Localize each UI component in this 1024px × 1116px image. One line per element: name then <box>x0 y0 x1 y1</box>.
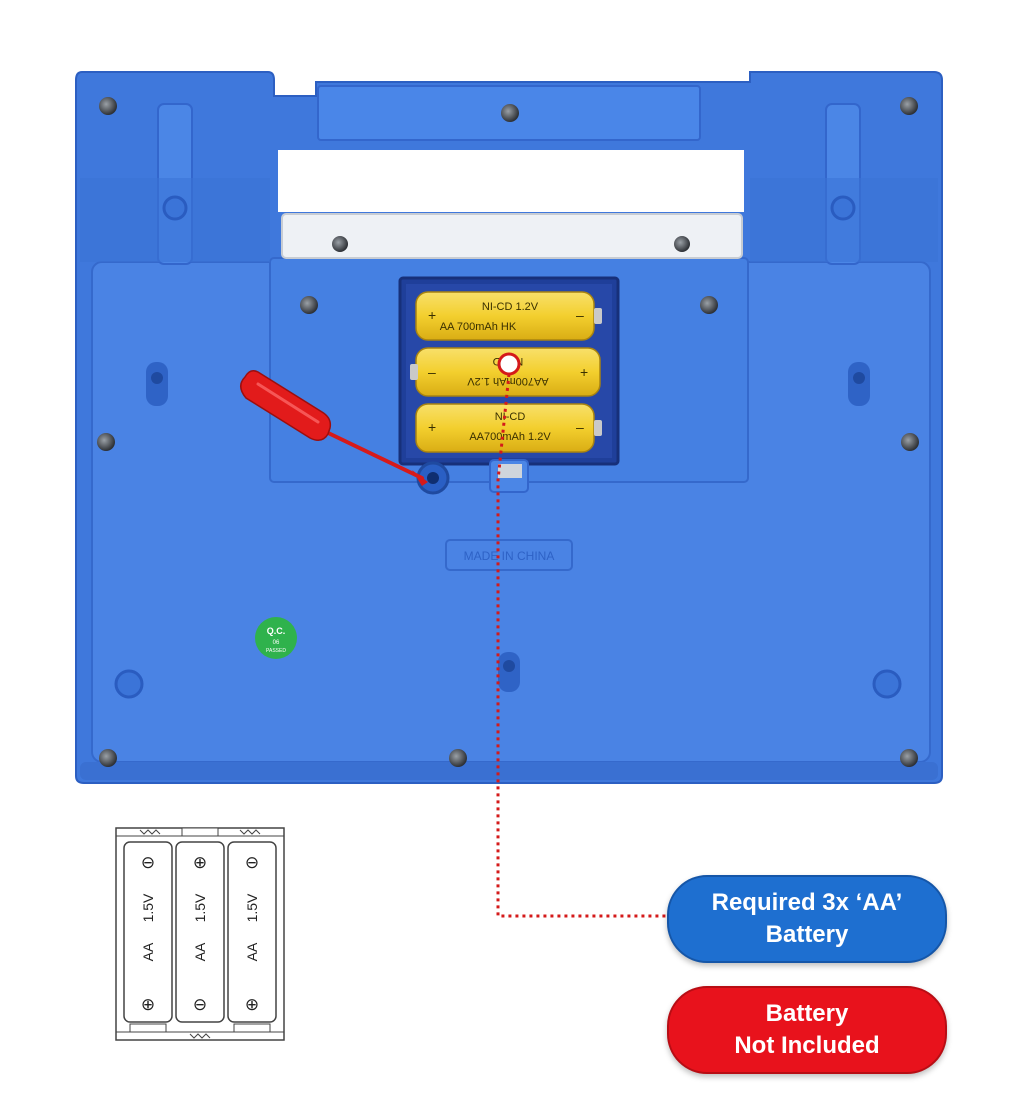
battery-3-line1: NI-CD <box>495 411 526 423</box>
boss-icon <box>830 195 856 221</box>
screw-icon <box>300 296 318 314</box>
qc-line2: 06 <box>273 640 280 646</box>
boss-icon <box>872 669 902 699</box>
cell-1-top-symbol: ⊖ <box>141 853 155 872</box>
screw-hole-center <box>427 472 439 484</box>
screw-icon <box>332 236 348 252</box>
qc-sticker: Q.C. 06 PASSED <box>255 617 297 659</box>
cell-3-bottom-symbol: ⊕ <box>245 995 259 1014</box>
handle-opening <box>278 150 744 212</box>
screw-icon <box>900 749 918 767</box>
cell-2-voltage: 1.5V <box>192 893 208 922</box>
minus-sign: – <box>428 364 436 380</box>
keyhole-left <box>146 362 168 406</box>
screwdriver-icon <box>240 370 428 486</box>
screw-icon <box>99 97 117 115</box>
cell-2-top-symbol: ⊕ <box>193 853 207 872</box>
cell-3-voltage: 1.5V <box>244 893 260 922</box>
required-line2: Battery <box>765 921 849 948</box>
diagram-cell-3: ⊖ AA 1.5V ⊕ <box>227 841 277 1023</box>
boss-icon <box>114 669 144 699</box>
boss-icon <box>162 195 188 221</box>
battery-3: NI-CD AA700mAh 1.2V + – <box>415 403 602 453</box>
not-included-badge: Battery Not Included <box>667 986 947 1074</box>
latch-clip <box>498 464 522 478</box>
required-battery-badge: Required 3x ‘AA’ Battery <box>667 875 947 963</box>
qc-line3: PASSED <box>266 648 286 654</box>
screw-icon <box>99 749 117 767</box>
emboss-plate <box>445 539 573 571</box>
minus-sign: – <box>576 419 584 435</box>
screw-icon <box>449 749 467 767</box>
cell-2-bottom-symbol: ⊖ <box>193 995 207 1014</box>
plus-sign: + <box>428 307 436 323</box>
screw-icon <box>900 97 918 115</box>
not-included-line1: Battery <box>765 1000 849 1027</box>
plus-sign: + <box>428 419 436 435</box>
minus-sign: – <box>576 307 584 323</box>
device-back: NI-CD 1.2V AA 700mAh HK + – AA700mAh 1.2… <box>75 71 943 784</box>
cell-1-bottom-symbol: ⊕ <box>141 995 155 1014</box>
diagram-cell-2: ⊕ AA 1.5V ⊖ <box>175 841 225 1023</box>
cell-1-voltage: 1.5V <box>140 893 156 922</box>
diagram-cell-1: ⊖ AA 1.5V ⊕ <box>123 841 173 1023</box>
battery-1-line2: AA 700mAh HK <box>440 321 517 333</box>
white-strip <box>281 213 743 259</box>
cell-1-type: AA <box>140 942 156 961</box>
screw-icon <box>674 236 690 252</box>
screw-icon <box>700 296 718 314</box>
qc-line1: Q.C. <box>267 626 286 636</box>
battery-3-line2: AA700mAh 1.2V <box>469 431 551 443</box>
plus-sign: + <box>580 364 588 380</box>
cell-3-top-symbol: ⊖ <box>245 853 259 872</box>
made-in-china-label: MADE IN CHINA <box>464 549 555 563</box>
cell-2-type: AA <box>192 942 208 961</box>
battery-1: NI-CD 1.2V AA 700mAh HK + – <box>415 291 602 341</box>
screws <box>97 97 919 767</box>
leader-line <box>496 352 666 918</box>
keyhole-right <box>848 362 870 406</box>
keyhole-bottom <box>498 652 520 692</box>
not-included-line2: Not Included <box>734 1032 880 1059</box>
battery-diagram: ⊖ AA 1.5V ⊕ ⊕ AA 1.5V ⊖ ⊖ AA 1.5V ⊕ <box>115 827 285 1041</box>
screw-icon <box>97 433 115 451</box>
screw-icon <box>501 104 519 122</box>
cell-3-type: AA <box>244 942 260 961</box>
battery-1-line1: NI-CD 1.2V <box>482 301 539 313</box>
required-line1: Required 3x ‘AA’ <box>711 889 903 916</box>
screw-icon <box>901 433 919 451</box>
bottom-edge <box>80 762 938 780</box>
